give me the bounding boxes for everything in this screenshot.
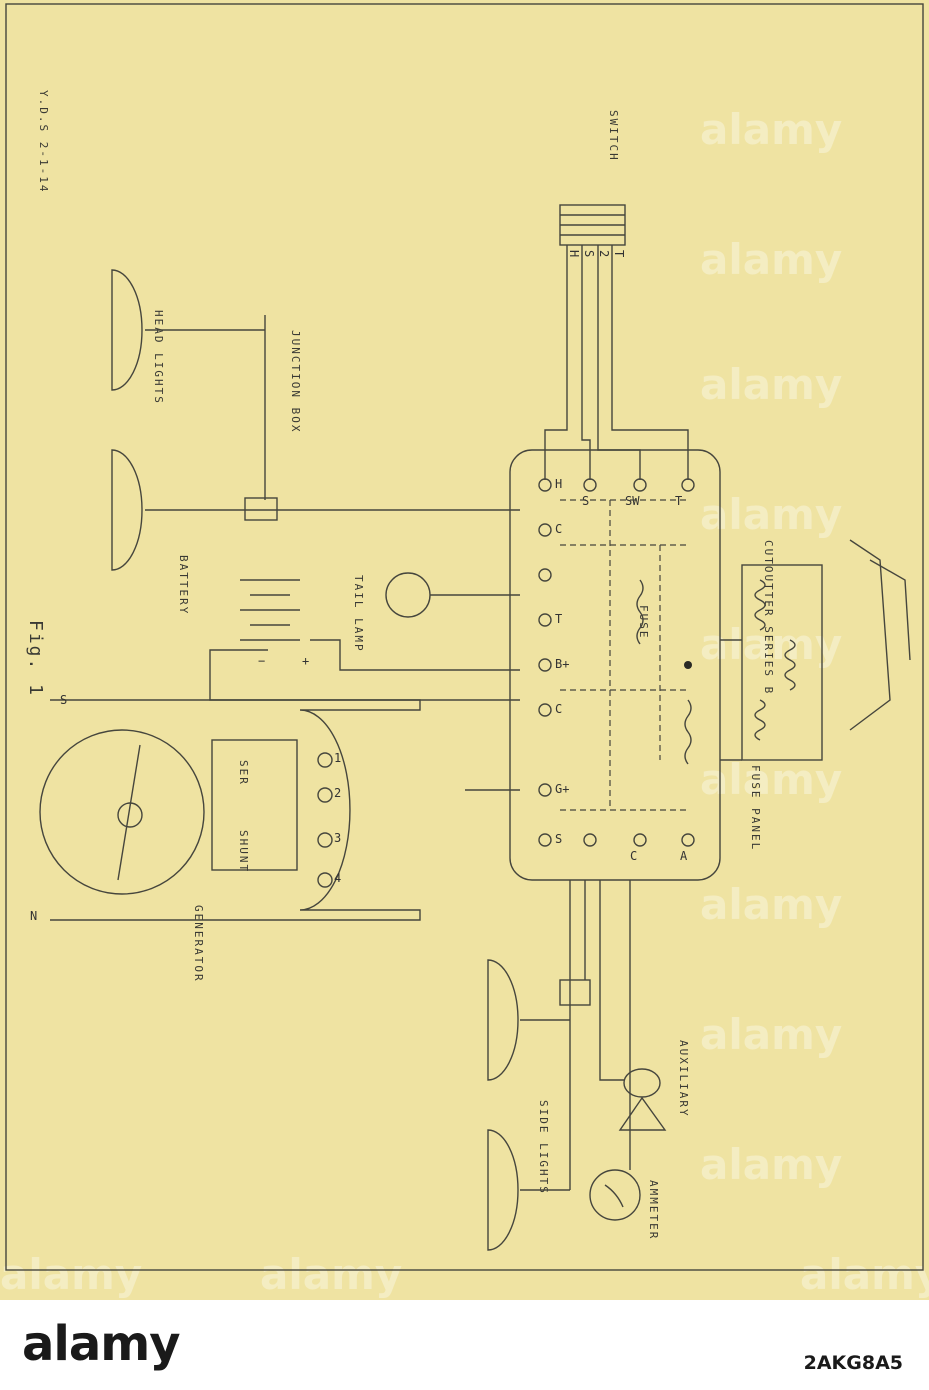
watermark: alamy (700, 360, 843, 409)
head-lights (111, 269, 520, 571)
svg-text:2: 2 (597, 250, 611, 257)
svg-text:H: H (555, 477, 562, 491)
svg-text:H: H (567, 250, 581, 257)
generator: SER SHUNT S N 1 2 3 4 (30, 693, 520, 923)
fuse-element (636, 579, 644, 645)
svg-text:2: 2 (334, 786, 341, 800)
svg-text:S: S (582, 494, 589, 508)
svg-text:C: C (630, 849, 637, 863)
svg-text:3: 3 (334, 831, 341, 845)
svg-text:SW: SW (625, 494, 640, 508)
watermark: alamy (700, 755, 843, 804)
fuse-panel-label: FUSE PANEL (749, 765, 762, 851)
svg-text:A: A (680, 849, 688, 863)
battery-plus: + (302, 654, 309, 668)
battery: − + (209, 579, 520, 701)
ammeter (589, 880, 641, 1221)
svg-text:4: 4 (334, 871, 341, 885)
drawing-sheet (0, 0, 929, 1300)
auxiliary-label: AUXILIARY (677, 1040, 690, 1118)
head-lights-label: HEAD LIGHTS (152, 310, 165, 405)
drawing-ref-code: Y.D.S 2-1-14 (37, 90, 50, 193)
watermark: alamy (700, 235, 843, 284)
switch: H S 2 T (544, 204, 689, 480)
ammeter-label: AMMETER (647, 1180, 660, 1240)
watermark: alamy (260, 1250, 403, 1299)
labels: Y.D.S 2-1-14 Fig. 1 HEAD LIGHTS JUNCTION… (25, 90, 775, 1240)
side-lights (487, 880, 591, 1251)
watermark: alamy (0, 1250, 143, 1299)
svg-text:S: S (555, 832, 562, 846)
tail-lamp (385, 572, 520, 618)
figure-label: Fig. 1 (25, 620, 46, 697)
junction-box-label: JUNCTION BOX (289, 330, 302, 433)
tail-lamp-label: TAIL LAMP (352, 575, 365, 653)
fuse-element (684, 699, 692, 765)
cutout-relay (720, 539, 911, 761)
battery-label: BATTERY (177, 555, 190, 615)
svg-text:S: S (582, 250, 596, 257)
svg-text:SHUNT: SHUNT (237, 830, 250, 873)
fuse-label: FUSE (637, 605, 650, 640)
svg-text:T: T (675, 494, 682, 508)
generator-label: GENERATOR (192, 905, 205, 983)
auxiliary-horn (599, 880, 667, 1131)
wiring-diagram: Y.D.S 2-1-14 Fig. 1 HEAD LIGHTS JUNCTION… (5, 3, 924, 1271)
watermark: alamy (700, 1140, 843, 1189)
svg-text:C: C (555, 702, 562, 716)
svg-text:G+: G+ (555, 782, 569, 796)
stock-footer (0, 1300, 929, 1390)
svg-text:SER: SER (237, 760, 250, 786)
fuse-panel: H C T B+ C G+ S T SW S C A (509, 449, 721, 881)
cutout-label: CUTOUTTER SERIES B (762, 540, 775, 695)
svg-text:1: 1 (334, 751, 341, 765)
svg-text:S: S (60, 693, 67, 707)
junction-box (244, 497, 278, 521)
watermark: alamy (700, 490, 843, 539)
watermark: alamy (700, 1010, 843, 1059)
svg-text:T: T (612, 250, 626, 257)
watermark: alamy (700, 880, 843, 929)
watermark: alamy (800, 1250, 929, 1299)
switch-label: SWITCH (607, 110, 620, 162)
svg-text:C: C (555, 522, 562, 536)
battery-minus: − (258, 654, 265, 668)
image-code: 2AKG8A5 (803, 1352, 903, 1374)
watermark: alamy (700, 105, 843, 154)
svg-text:T: T (555, 612, 562, 626)
brand-logo: alamy (22, 1316, 181, 1372)
drawing-frame (5, 3, 924, 1271)
watermark: alamy (700, 620, 843, 669)
side-lights-label: SIDE LIGHTS (537, 1100, 550, 1195)
svg-text:N: N (30, 909, 37, 923)
svg-text:B+: B+ (555, 657, 569, 671)
